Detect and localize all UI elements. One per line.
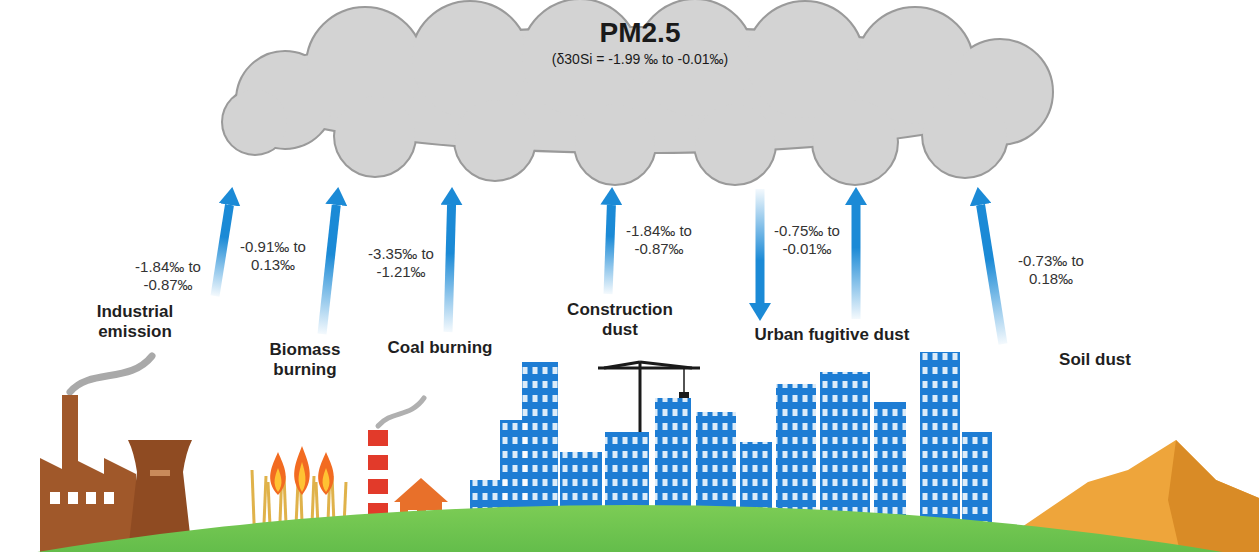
window (50, 492, 60, 504)
crane (598, 362, 700, 432)
flux-arrow (215, 205, 229, 296)
source-name: Coal burning (388, 338, 493, 358)
flux-arrow (756, 189, 765, 303)
factory-hall (40, 458, 136, 552)
source-label: Construction dust (560, 300, 680, 339)
isotope-range: -0.75‰ to -0.01‰ (770, 222, 844, 258)
tower-band (150, 470, 170, 476)
smoke (70, 356, 152, 392)
flux-arrow (608, 205, 611, 294)
chimney-stripe (368, 494, 388, 503)
flux-arrow (852, 205, 861, 319)
flux-arrow (448, 205, 452, 332)
smoke (378, 398, 424, 426)
source-label: Urban fugitive dust (755, 325, 910, 345)
flux-arrow (981, 205, 1003, 344)
isotope-range: -0.91‰ to 0.13‰ (236, 238, 310, 274)
window (68, 492, 78, 504)
fire (270, 446, 334, 495)
source-label: Industrial emission (85, 302, 185, 341)
isotope-range: -1.84‰ to -0.87‰ (130, 258, 206, 294)
factory (40, 356, 192, 552)
source-label: Coal burning (388, 338, 493, 358)
flux-arrow (322, 205, 336, 334)
source-name: Urban fugitive dust (755, 325, 910, 345)
window (104, 492, 114, 504)
chimney-stripe (368, 446, 388, 455)
source-name: Soil dust (1059, 350, 1131, 370)
source-label: Biomass burning (262, 340, 348, 379)
cloud-title: PM2.5 (600, 16, 681, 50)
source-name: Biomass burning (262, 340, 348, 379)
pm25-cloud: PM2.5(δ30Si = -1.99 ‰ to -0.01‰) (195, 0, 1085, 185)
isotope-range: -0.73‰ to 0.18‰ (1014, 252, 1088, 288)
source-name: Construction dust (560, 300, 680, 339)
isotope-range: -3.35‰ to -1.21‰ (364, 245, 438, 281)
source-name: Industrial emission (85, 302, 185, 341)
ground (0, 505, 1259, 552)
isotope-range: (δ30Si = -1.99 ‰ to -0.01‰) (552, 50, 728, 68)
window (86, 492, 96, 504)
house-roof (394, 478, 448, 502)
isotope-range: -1.84‰ to -0.87‰ (622, 222, 696, 258)
source-label: Soil dust (1059, 350, 1131, 370)
chimney-stripe (368, 470, 388, 479)
